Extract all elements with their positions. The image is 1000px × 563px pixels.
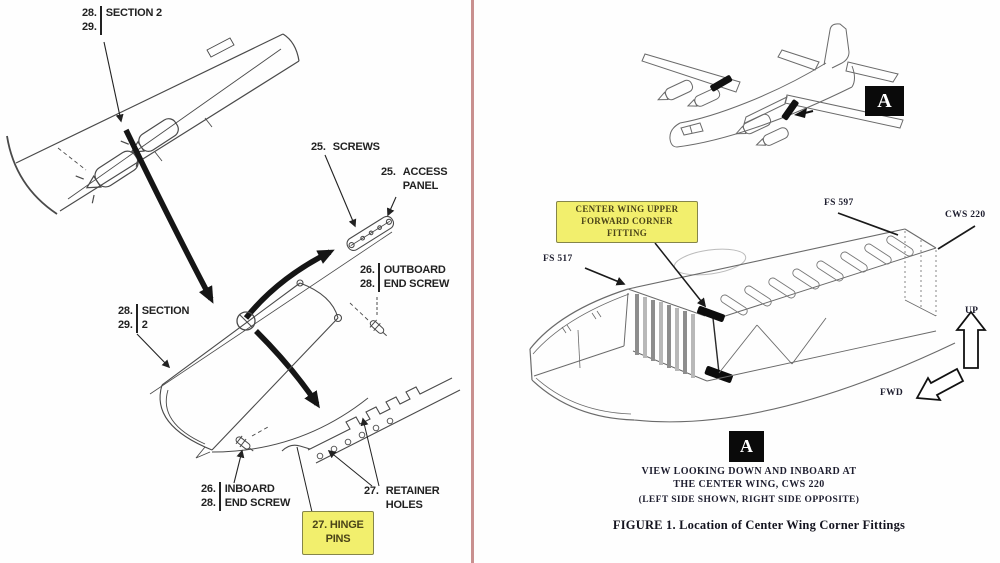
leading-edge-removal-illustration bbox=[6, 33, 461, 513]
up-label: UP bbox=[965, 306, 979, 316]
detail-a-marker-top: A bbox=[865, 86, 904, 116]
spar-web-stiffeners bbox=[635, 294, 695, 378]
callout-section-2-top: 28. 29. SECTION 2 bbox=[82, 6, 162, 35]
callout-text: SCREWS bbox=[332, 141, 380, 153]
center-wing-location-illustration bbox=[529, 23, 987, 423]
inboard-leader-line bbox=[233, 449, 245, 484]
wing-root-marker-left bbox=[710, 75, 733, 92]
detail-a-marker-bottom: A bbox=[729, 431, 764, 462]
callout-text: 27. HINGE bbox=[312, 519, 364, 532]
station-label-fs517: FS 517 bbox=[543, 254, 573, 264]
fwd-label: FWD bbox=[880, 388, 904, 398]
station-label-fs597: FS 597 bbox=[824, 198, 854, 208]
detail-letter: A bbox=[740, 436, 753, 456]
index-number: 26. bbox=[201, 483, 216, 495]
callout-text: END SCREW bbox=[224, 497, 291, 510]
index-number: 28. bbox=[82, 7, 97, 19]
index-number: 26. bbox=[360, 264, 375, 276]
center-wing-structure-illustration bbox=[529, 228, 956, 423]
index-number: 25. bbox=[381, 166, 396, 178]
center-screw bbox=[236, 311, 256, 331]
page-divider bbox=[471, 0, 474, 563]
wing-illustration bbox=[6, 33, 300, 215]
hinge-strip-illustration bbox=[281, 377, 461, 464]
removal-arrow-to-access-panel bbox=[243, 249, 335, 320]
inboard-end-screw-illustration bbox=[235, 426, 269, 452]
callout-text: SECTION 2 bbox=[105, 7, 162, 19]
index-number: 29. bbox=[82, 21, 97, 34]
view-caption: VIEW LOOKING DOWN AND INBOARD AT THE CEN… bbox=[594, 466, 904, 505]
up-direction-arrow bbox=[955, 310, 987, 369]
index-number: 28. bbox=[118, 305, 133, 317]
fitting-callout-arrow bbox=[654, 242, 707, 308]
lower-corner-fitting-marker bbox=[704, 366, 733, 383]
callout-text: ACCESS bbox=[402, 166, 448, 178]
hinge-pins-leader-line bbox=[296, 446, 313, 513]
fs597-leader-line bbox=[837, 212, 899, 236]
index-number: 28. bbox=[360, 278, 375, 291]
fs517-leader-line bbox=[584, 267, 626, 286]
callout-text: PANEL bbox=[402, 180, 439, 193]
index-number: 29. bbox=[118, 319, 133, 332]
removed-section-illustration bbox=[149, 231, 393, 459]
index-number: 28. bbox=[201, 497, 216, 510]
callout-inboard-end-screw: 26. 28. INBOARD END SCREW bbox=[201, 482, 290, 511]
callout-section-2-mid: 28. 29. SECTION 2 bbox=[118, 304, 189, 333]
access-panel-illustration bbox=[346, 215, 395, 251]
callout-text: PINS bbox=[325, 533, 351, 545]
index-bar bbox=[377, 263, 380, 292]
removal-arrow-down bbox=[123, 128, 214, 304]
callout-text: FORWARD CORNER bbox=[581, 216, 673, 227]
retainer-holes-leader-1 bbox=[327, 450, 373, 487]
wing-root-marker-right bbox=[781, 99, 799, 121]
access-panel-leader-line bbox=[386, 196, 397, 217]
callout-access-panel: 25. ACCESS PANEL bbox=[381, 165, 448, 194]
callout-text: OUTBOARD bbox=[383, 264, 446, 276]
fitting-location-arrow bbox=[794, 108, 814, 118]
detail-letter: A bbox=[877, 89, 892, 112]
index-number: 25. bbox=[311, 141, 326, 153]
cws220-leader-line bbox=[937, 225, 976, 250]
callout-screws: 25. SCREWS bbox=[311, 140, 380, 154]
left-diagram-panel: 28. 29. SECTION 2 25. SCREWS 25. ACCESS P… bbox=[0, 0, 472, 563]
figure-title: FIGURE 1. Location of Center Wing Corner… bbox=[612, 518, 906, 532]
callout-retainer-holes: 27. RETAINER HOLES bbox=[364, 484, 440, 513]
index-number: 27. bbox=[364, 485, 379, 497]
removal-arrow-to-hinge-strip bbox=[254, 329, 320, 409]
callout-outboard-end-screw: 26. 28. OUTBOARD END SCREW bbox=[360, 263, 449, 292]
callout-text: INBOARD bbox=[224, 483, 275, 495]
view-caption-line2: THE CENTER WING, CWS 220 bbox=[673, 478, 825, 490]
callout-hinge-pins-highlighted: 27. HINGE PINS bbox=[302, 511, 374, 555]
callout-text: SECTION bbox=[141, 305, 190, 317]
callout-text: CENTER WING UPPER bbox=[575, 204, 679, 215]
view-caption-line3: (LEFT SIDE SHOWN, RIGHT SIDE OPPOSITE) bbox=[638, 495, 860, 505]
index-bar bbox=[218, 482, 221, 511]
index-bar bbox=[99, 6, 102, 35]
right-figure-panel: A CENTER WING UPPER FORWARD CORNER FITTI… bbox=[474, 0, 1000, 563]
top-face-rib-caps bbox=[720, 235, 914, 316]
callout-text: RETAINER bbox=[385, 485, 440, 497]
view-caption-line1: VIEW LOOKING DOWN AND INBOARD AT bbox=[641, 466, 857, 477]
outboard-end-screw-illustration bbox=[349, 297, 387, 337]
section2-leader-line bbox=[103, 41, 124, 123]
callout-text: END SCREW bbox=[383, 278, 450, 291]
aircraft-overview-illustration bbox=[641, 23, 904, 148]
station-label-cws220: CWS 220 bbox=[945, 210, 986, 220]
callout-text: HOLES bbox=[385, 499, 423, 512]
callout-text: 2 bbox=[141, 319, 148, 332]
index-bar bbox=[135, 304, 138, 333]
center-wing-fitting-callout: CENTER WING UPPER FORWARD CORNER FITTING bbox=[556, 201, 698, 243]
fwd-direction-arrow bbox=[915, 367, 965, 402]
screws-leader-line bbox=[324, 154, 357, 228]
section-mid-leader-line bbox=[136, 333, 171, 369]
retainer-holes-leader-2 bbox=[360, 417, 380, 487]
callout-text: FITTING bbox=[606, 227, 648, 238]
upper-corner-fitting-marker bbox=[697, 306, 725, 322]
